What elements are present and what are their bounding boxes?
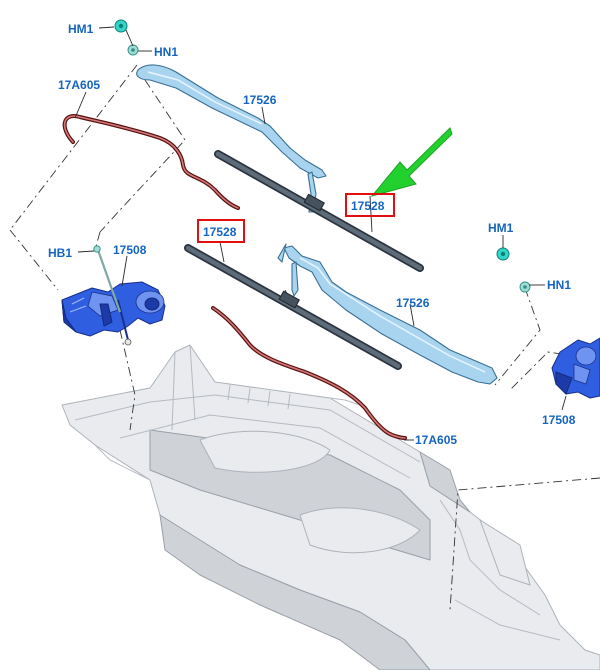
label-17508-left[interactable]: 17508 bbox=[113, 243, 147, 257]
label-17a605-right[interactable]: 17A605 bbox=[415, 433, 457, 447]
bolt-icon bbox=[93, 245, 122, 313]
label-17526-lower[interactable]: 17526 bbox=[396, 296, 430, 310]
washer-hose-left bbox=[62, 114, 240, 210]
nut-icon bbox=[496, 247, 510, 261]
label-17a605-left[interactable]: 17A605 bbox=[58, 78, 100, 92]
highlight-box-lower bbox=[197, 219, 245, 243]
assembly-lines bbox=[9, 64, 600, 611]
wiper-arm-lower bbox=[277, 243, 498, 385]
highlight-box-upper bbox=[345, 193, 395, 217]
label-hm1-right[interactable]: HM1 bbox=[488, 221, 514, 235]
green-arrow-icon bbox=[370, 127, 453, 197]
nut-icon bbox=[127, 44, 139, 56]
wiper-motor-right bbox=[551, 337, 600, 399]
label-hn1-right[interactable]: HN1 bbox=[547, 278, 571, 292]
fasteners bbox=[93, 19, 531, 313]
label-hb1[interactable]: HB1 bbox=[48, 246, 72, 260]
label-hn1-top[interactable]: HN1 bbox=[154, 45, 178, 59]
label-17528-upper[interactable]: 17528 bbox=[351, 199, 385, 213]
wiper-motor-left bbox=[61, 281, 166, 346]
label-17526-upper[interactable]: 17526 bbox=[243, 93, 277, 107]
nut-icon bbox=[114, 19, 128, 33]
cowl-panel bbox=[61, 344, 600, 670]
washer-hose-right bbox=[211, 306, 407, 440]
nut-icon bbox=[519, 281, 531, 293]
wiper-blade-lower bbox=[184, 244, 402, 370]
wiper-blade-upper bbox=[214, 150, 424, 272]
label-17528-lower[interactable]: 17528 bbox=[203, 225, 237, 239]
leader-lines bbox=[74, 26, 567, 441]
label-hm1-top[interactable]: HM1 bbox=[68, 22, 94, 36]
label-17508-right[interactable]: 17508 bbox=[542, 413, 576, 427]
